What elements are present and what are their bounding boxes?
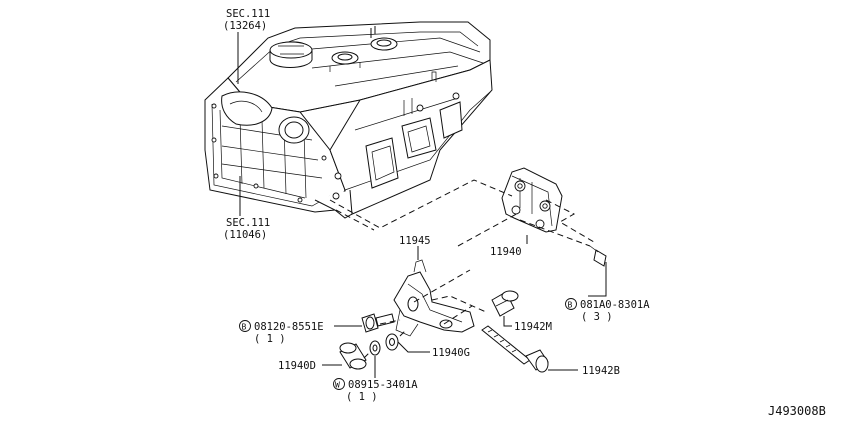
label-081a0-8301a: 081A0-8301A [580,299,650,311]
bolt-11942b-drawing [481,325,578,373]
bolt-081a0-drawing [588,245,607,297]
label-11940: 11940 [490,246,522,258]
bolt-08120-drawing [334,313,395,333]
label-081a0-qty: ( 3 ) [581,311,613,323]
label-08915-qty: ( 1 ) [346,391,378,403]
label-b-081a0-letter: B [568,301,573,310]
label-11942b: 11942B [582,365,620,377]
bolt-symbol-b-081a0 [565,298,577,310]
label-11940d: 11940D [278,360,316,372]
bolt-11942m-drawing [491,290,519,327]
bracket-11940-drawing [501,167,563,244]
callout-labels: SEC.111 (13264) SEC.111 (11046) 11945 11… [223,8,826,418]
label-11940g: 11940G [432,347,470,359]
bolt-symbol-b-08120 [239,320,251,332]
label-sec111-top-ref: (13264) [223,20,267,32]
diagram-id: J493008B [768,404,826,418]
label-11942m: 11942M [514,321,552,333]
assembly-dashed-lines [329,179,595,359]
label-b-08120-letter: B [242,323,247,332]
washer-11940g-drawing [385,333,430,353]
label-sec111-bottom: SEC.111 [226,217,270,229]
label-sec111-top: SEC.111 [226,8,270,20]
label-11945: 11945 [399,235,431,247]
label-sec111-bottom-ref: (11046) [223,229,267,241]
label-08120-qty: ( 1 ) [254,333,286,345]
washer-symbol-w-08915 [333,378,345,390]
spacer-11940d-drawing [322,342,367,370]
label-w-08915-letter: W [335,381,340,390]
label-08915-3401a: 08915-3401A [348,379,418,391]
label-08120-8551e: 08120-8551E [254,321,324,333]
engine-head-drawing [204,21,493,219]
washer-08915-drawing [369,340,381,378]
